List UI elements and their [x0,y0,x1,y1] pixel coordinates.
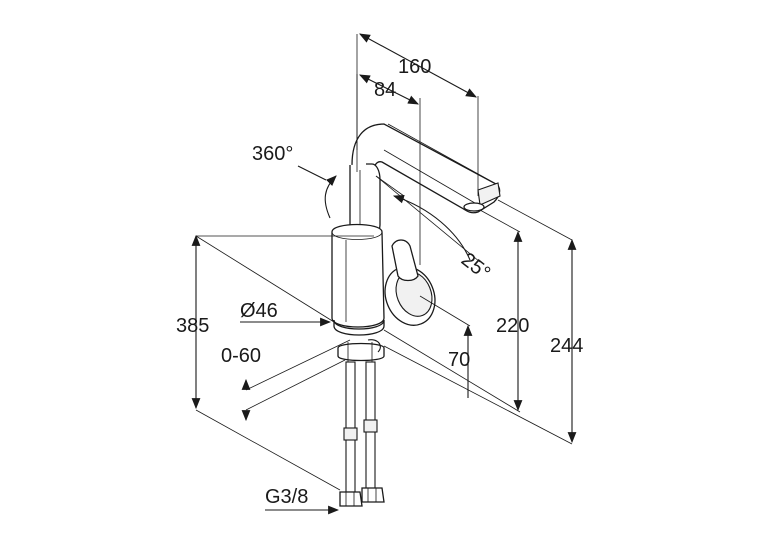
dimension-labels: 160 84 360° 25° 385 Ø46 0-60 220 244 70 … [176,56,583,508]
faucet-body [331,123,501,507]
dimension-84: 84 [374,79,396,101]
dimension-70: 70 [448,349,470,371]
dimension-handle-angle: 25° [457,249,494,285]
dimension-deck-thickness: 0-60 [221,345,261,367]
dimension-244: 244 [550,335,583,357]
dimension-160: 160 [398,56,431,78]
dimension-diameter: Ø46 [240,300,278,322]
dimension-385: 385 [176,315,209,337]
dimension-connection: G3/8 [265,486,308,508]
dimension-swivel: 360° [252,143,293,165]
dimension-lines [191,33,577,515]
extension-lines [195,34,573,491]
dimension-220: 220 [496,315,529,337]
